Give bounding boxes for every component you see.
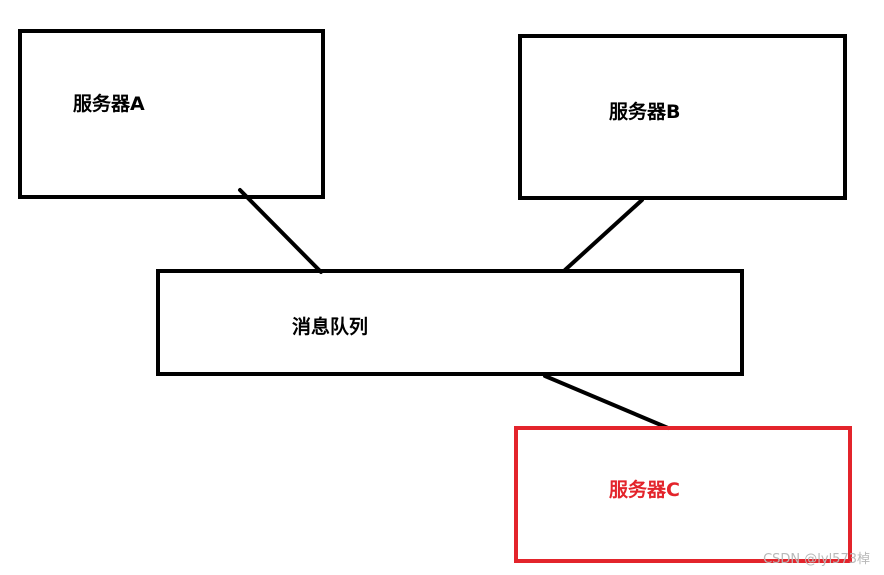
message-queue-label: 消息队列 bbox=[292, 315, 368, 338]
server-b-box bbox=[518, 34, 847, 200]
server-c-label: 服务器C bbox=[609, 478, 680, 501]
node-message-queue: 消息队列 bbox=[156, 269, 744, 376]
node-server-b: 服务器B bbox=[518, 34, 847, 200]
server-a-label: 服务器A bbox=[73, 92, 145, 115]
node-server-a: 服务器A bbox=[18, 29, 325, 199]
csdn-watermark: CSDN @lyl573棹 bbox=[763, 552, 870, 567]
edge-server-a-to-queue bbox=[238, 188, 323, 274]
server-c-box bbox=[514, 426, 852, 563]
server-b-label: 服务器B bbox=[609, 100, 680, 123]
message-queue-box bbox=[156, 269, 744, 376]
node-server-c: 服务器C bbox=[514, 426, 852, 563]
edge-server-b-to-queue bbox=[563, 198, 644, 272]
server-a-box bbox=[18, 29, 325, 199]
edge-queue-to-server-c bbox=[543, 374, 670, 430]
